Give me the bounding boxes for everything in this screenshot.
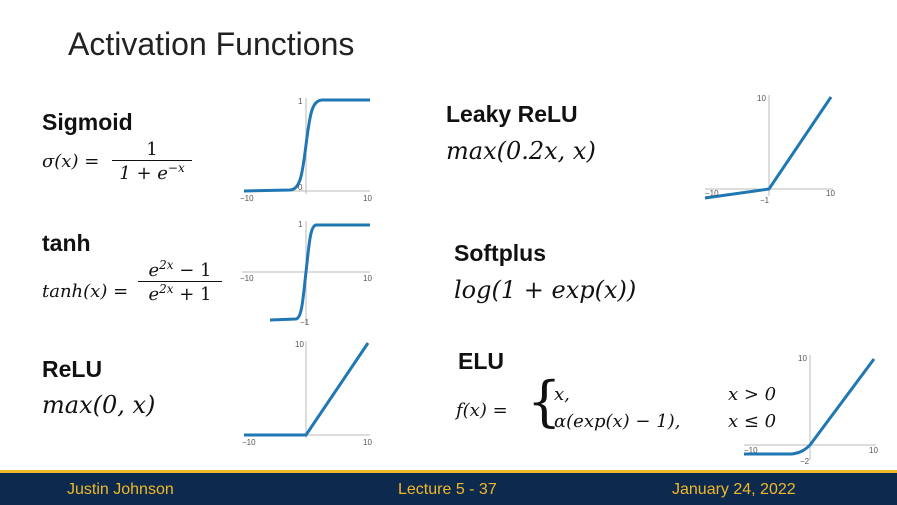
relu-name: ReLU (42, 356, 103, 382)
tanh-den-base: e (148, 284, 160, 305)
sigmoid-denominator: 1 + e−x (112, 161, 192, 184)
slide-footer: Justin Johnson Lecture 5 - 37 January 24… (0, 470, 897, 505)
tanh-numerator: e2x − 1 (138, 258, 222, 281)
elu-ytop-label: 10 (798, 354, 807, 363)
leaky-relu-plot: −10 10 10 −1 (704, 94, 835, 205)
leaky-relu-curve (704, 96, 833, 200)
elu-xmax-label: 10 (869, 446, 878, 455)
tanh-num-tail: − 1 (173, 260, 212, 281)
relu-formula: max(0, x) (42, 391, 156, 419)
sigmoid-name: Sigmoid (42, 109, 133, 135)
sigmoid-xmax-label: 10 (363, 194, 372, 203)
tanh-fraction-bar (138, 281, 222, 282)
relu-curve (244, 342, 370, 437)
sigmoid-den-base: 1 + e (119, 163, 168, 184)
sigmoid-curve (243, 98, 370, 193)
tanh-num-base: e (148, 260, 160, 281)
softplus-name: Softplus (454, 240, 546, 266)
tanh-xmin-label: −10 (240, 274, 254, 283)
tanh-denominator: e2x + 1 (138, 282, 222, 305)
footer-author: Justin Johnson (67, 481, 174, 498)
tanh-ytop-label: 1 (298, 220, 303, 229)
tanh-plot: −10 10 1 −1 (240, 220, 372, 327)
footer-lecture: Lecture 5 - 37 (398, 481, 497, 498)
leaky-relu-ybottom-label: −1 (760, 196, 770, 205)
elu-cond2: x ≤ 0 (728, 411, 777, 432)
elu-plot: −10 10 10 −2 (744, 354, 878, 466)
tanh-xmax-label: 10 (363, 274, 372, 283)
tanh-lhs: tanh(x) = (42, 281, 129, 302)
elu-case2: α(exp(x) − 1), (554, 411, 681, 432)
elu-case1: x, (554, 384, 570, 405)
relu-ytop-label: 10 (295, 340, 304, 349)
elu-ybottom-label: −2 (800, 457, 810, 466)
relu-plot: −10 10 10 (242, 340, 372, 447)
elu-cond1: x > 0 (728, 384, 777, 405)
tanh-den-exp: 2x (159, 282, 174, 296)
leaky-relu-xmin-label: −10 (705, 189, 719, 198)
elu-xmin-label: −10 (744, 446, 758, 455)
elu-brace: { (527, 370, 562, 433)
relu-xmax-label: 10 (363, 438, 372, 447)
relu-xmin-label: −10 (242, 438, 256, 447)
tanh-name: tanh (42, 230, 91, 256)
sigmoid-fraction-bar (112, 160, 192, 161)
tanh-curve (269, 223, 370, 322)
footer-date: January 24, 2022 (672, 481, 796, 498)
leaky-relu-formula: max(0.2x, x) (446, 137, 596, 165)
tanh-den-tail: + 1 (173, 284, 212, 305)
leaky-relu-xmax-label: 10 (826, 189, 835, 198)
leaky-relu-name: Leaky ReLU (446, 101, 578, 127)
tanh-fraction: e2x − 1 e2x + 1 (138, 258, 222, 305)
sigmoid-origin-label: 0 (298, 183, 303, 192)
sigmoid-numerator: 1 (146, 139, 158, 160)
sigmoid-ytop-label: 1 (298, 97, 303, 106)
elu-lhs: f(x) = (456, 400, 508, 421)
elu-name: ELU (458, 348, 504, 374)
tanh-ybottom-label: −1 (300, 318, 310, 327)
softplus-formula: log(1 + exp(x)) (454, 276, 637, 304)
sigmoid-plot: −10 10 1 0 (240, 97, 372, 203)
tanh-num-exp: 2x (159, 258, 174, 272)
sigmoid-den-exp: −x (167, 161, 185, 175)
sigmoid-fraction: 1 1 + e−x (112, 139, 192, 184)
sigmoid-lhs: σ(x) = (42, 151, 100, 172)
sigmoid-xmin-label: −10 (240, 194, 254, 203)
slide-title: Activation Functions (68, 26, 355, 62)
leaky-relu-ytop-label: 10 (757, 94, 766, 103)
elu-curve (744, 358, 876, 456)
